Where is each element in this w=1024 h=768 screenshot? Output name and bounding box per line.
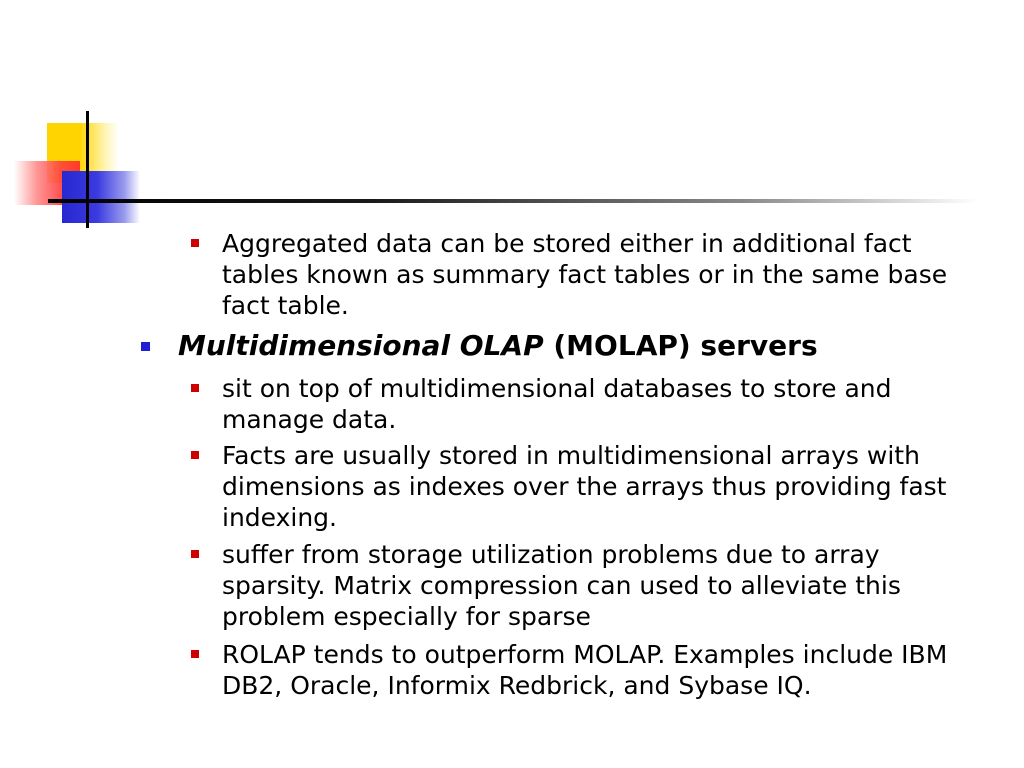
- sub-bullet-rolap-outperform: ROLAP tends to outperform MOLAP. Example…: [191, 639, 971, 701]
- bullet-text: suffer from storage utilization problems…: [222, 540, 901, 631]
- bullet-text: Aggregated data can be stored either in …: [222, 229, 948, 320]
- sub-bullet-facts-stored: Facts are usually stored in multidimensi…: [191, 440, 971, 533]
- main-bullet-molap: Multidimensional OLAP (MOLAP) servers: [141, 329, 961, 363]
- red-square-bullet-icon: [191, 239, 199, 247]
- bullet-text: ROLAP tends to outperform MOLAP. Example…: [222, 640, 948, 700]
- bullet-text: sit on top of multidimensional databases…: [222, 374, 892, 434]
- sub-bullet-storage-utilization: suffer from storage utilization problems…: [191, 539, 971, 632]
- red-square-bullet-icon: [191, 550, 199, 558]
- sub-bullet-aggregated-data: Aggregated data can be stored either in …: [191, 228, 971, 321]
- bullet-text: Multidimensional OLAP (MOLAP) servers: [178, 329, 961, 363]
- bullet-emphasis: Multidimensional OLAP: [178, 329, 544, 362]
- logo-blue-square: [62, 171, 140, 223]
- sub-bullet-sit-on-top: sit on top of multidimensional databases…: [191, 373, 971, 435]
- title-divider-line: [48, 199, 978, 203]
- bullet-text: Facts are usually stored in multidimensi…: [222, 441, 947, 532]
- slide-logo-decoration: [0, 0, 150, 240]
- red-square-bullet-icon: [191, 650, 199, 658]
- bullet-rest: (MOLAP) servers: [543, 329, 818, 362]
- red-square-bullet-icon: [191, 451, 199, 459]
- blue-square-bullet-icon: [141, 342, 150, 351]
- logo-vertical-line: [86, 111, 89, 228]
- red-square-bullet-icon: [191, 384, 199, 392]
